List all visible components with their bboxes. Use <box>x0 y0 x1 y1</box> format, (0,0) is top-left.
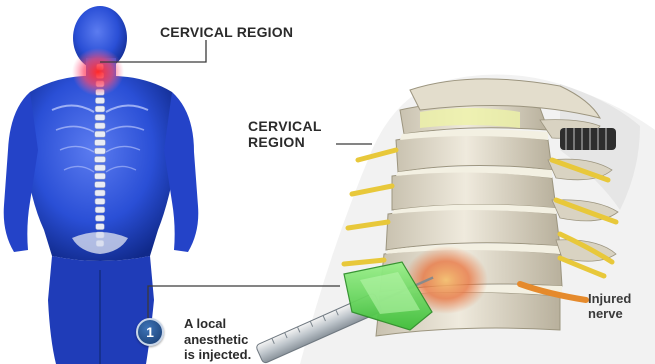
injured-nerve-label: Injured nerve <box>588 292 631 322</box>
step-caption: A local anesthetic is injected. <box>184 316 251 363</box>
vertebra <box>95 215 104 221</box>
vertebra <box>95 148 106 154</box>
vertebra <box>95 123 105 129</box>
vertebra <box>95 98 104 104</box>
injured-nerve-label-line1: Injured <box>588 292 631 307</box>
cervical-region-label-line1: CERVICAL <box>248 118 322 134</box>
vertebra <box>95 165 106 171</box>
vertebra <box>95 106 105 112</box>
vertebra <box>95 156 106 162</box>
step-caption-line3: is injected. <box>184 347 251 363</box>
vertebra <box>95 207 105 213</box>
vertebra <box>96 224 105 230</box>
cervical-region-label-line2: REGION <box>248 134 322 150</box>
vertebra <box>95 182 106 188</box>
step-caption-line2: anesthetic <box>184 332 251 348</box>
vertebra <box>95 114 105 120</box>
vertebra <box>95 173 106 179</box>
pain-highlight <box>72 48 124 96</box>
injured-nerve-label-line2: nerve <box>588 307 631 322</box>
vertebra <box>95 131 106 137</box>
vertebra <box>95 198 105 204</box>
cervical-region-label-top: CERVICAL REGION <box>160 24 293 40</box>
step-caption-line1: A local <box>184 316 251 332</box>
vertebra <box>95 190 105 196</box>
cervical-region-label-spine: CERVICAL REGION <box>248 118 322 150</box>
vertebra <box>95 140 106 146</box>
numbered-circle-icon: 1 <box>136 318 164 346</box>
